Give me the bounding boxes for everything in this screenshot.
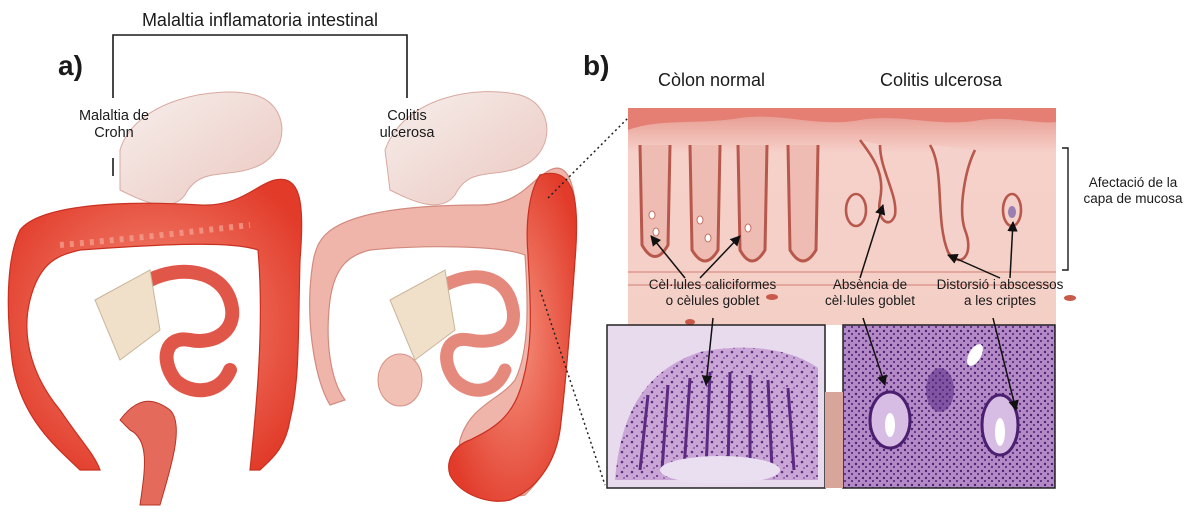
mucosa-affect-line2: capa de mucosa	[1074, 191, 1192, 207]
uc-label-a: Colitis ulcerosa	[352, 108, 462, 141]
crohn-label-line2: Crohn	[60, 125, 168, 142]
crohn-label-line1: Malaltia de	[60, 108, 168, 125]
uc-micrograph	[843, 325, 1055, 488]
normal-colon-micrograph	[607, 325, 825, 488]
mucosa-affect-label: Afectació de la capa de mucosa	[1074, 175, 1192, 206]
distortion-line1: Distorsió i abscessos	[925, 277, 1075, 293]
tissue-gap-strip	[825, 392, 843, 488]
panel-b-label: b)	[583, 50, 609, 82]
crypt-distortion-label: Distorsió i abscessos a les criptes	[925, 277, 1075, 308]
crohn-label: Malaltia de Crohn	[60, 108, 168, 141]
crohn-colon-illustration	[8, 92, 301, 505]
ibd-title: Malaltia inflamatoria intestinal	[120, 10, 400, 31]
goblet-cells-label: Cèl·lules caliciformes o cèlules goblet	[620, 277, 805, 308]
mucosa-affect-line1: Afectació de la	[1074, 175, 1192, 191]
panel-a-label: a)	[58, 50, 83, 82]
goblet-line1: Cèl·lules caliciformes	[620, 277, 805, 293]
normal-colon-header: Còlon normal	[658, 70, 765, 91]
uc-label-a-line1: Colitis	[352, 108, 462, 125]
uc-header: Colitis ulcerosa	[880, 70, 1002, 91]
goblet-line2: o cèlules goblet	[620, 293, 805, 309]
goblet-absence-label: Absència de cèl·lules goblet	[815, 277, 925, 308]
uc-label-a-line2: ulcerosa	[352, 125, 462, 142]
uc-colon-illustration	[310, 92, 577, 502]
absence-line2: cèl·lules goblet	[815, 293, 925, 309]
distortion-line2: a les criptes	[925, 293, 1075, 309]
mucosa-layer-bracket	[1062, 148, 1068, 270]
absence-line1: Absència de	[815, 277, 925, 293]
